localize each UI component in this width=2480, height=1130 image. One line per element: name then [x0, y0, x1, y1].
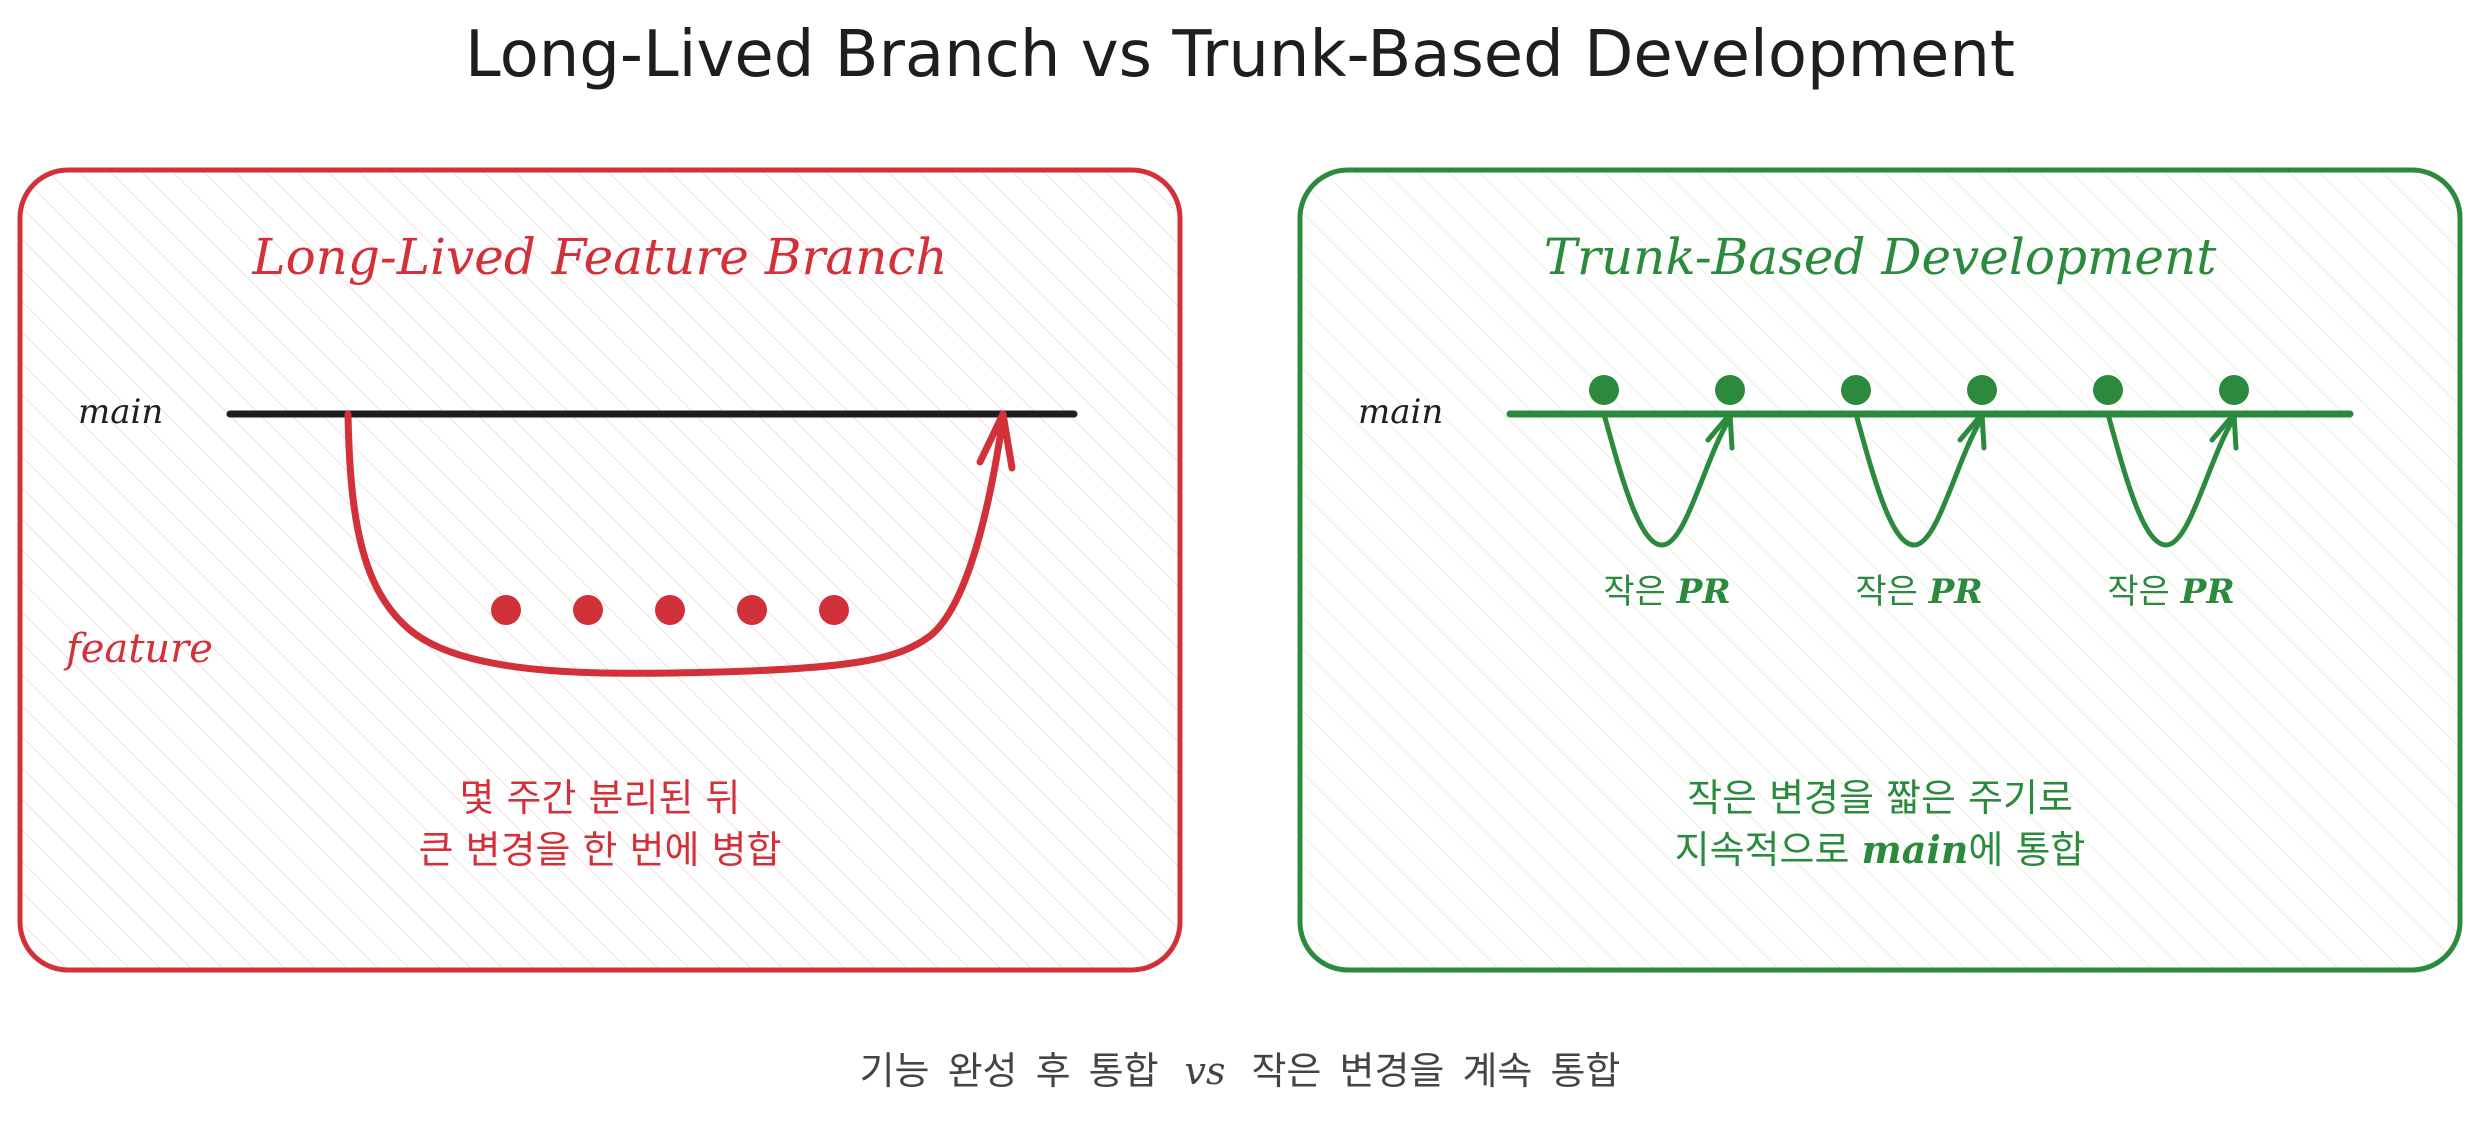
main-commit-dot [1715, 375, 1745, 405]
right-panel-title: Trunk-Based Development [1543, 228, 2217, 286]
pr-loops [1589, 375, 2249, 548]
pr-loop [2093, 375, 2249, 548]
left-panel-box [17, 167, 1183, 973]
right-note-line1: 작은 변경을 짧은 주기로 [1687, 776, 2073, 820]
right-note-main-word: main [1861, 827, 1969, 872]
right-note-line2-suffix: 에 통합 [1968, 828, 2086, 872]
footer-left: 기능 완성 후 통합 [859, 1049, 1159, 1093]
left-note-line1: 몇 주간 분리된 뒤 [459, 776, 741, 820]
right-main-label: main [1358, 392, 1444, 432]
feature-label: feature [66, 626, 213, 672]
right-note: 작은 변경을 짧은 주기로 지속적으로 main에 통합 [1300, 772, 2460, 876]
feature-commits [491, 595, 849, 625]
pr-loop [1589, 375, 1745, 548]
feature-commit-dot [819, 595, 849, 625]
right-note-line2-prefix: 지속적으로 [1674, 828, 1850, 872]
footer-caption: 기능 완성 후 통합 vs 작은 변경을 계속 통합 [0, 1040, 2480, 1095]
footer-vs: vs [1184, 1049, 1226, 1093]
pr-label: 작은 PR [2071, 564, 2271, 613]
feature-commit-dot [655, 595, 685, 625]
feature-commit-dot [491, 595, 521, 625]
left-note-line2: 큰 변경을 한 번에 병합 [418, 828, 782, 872]
feature-branch-path [344, 410, 1007, 677]
pr-label-suffix: PR [2180, 572, 2235, 612]
pr-merge-arrowhead [1705, 411, 1735, 451]
right-note-line2: 지속적으로 main에 통합 [1300, 824, 2460, 876]
main-commit-dot [1841, 375, 1871, 405]
right-panel-box [1297, 167, 2463, 973]
pr-label-suffix: PR [1928, 572, 1983, 612]
left-note: 몇 주간 분리된 뒤 큰 변경을 한 번에 병합 [20, 772, 1180, 876]
main-commit-dot [2093, 375, 2123, 405]
pr-label-prefix: 작은 [1855, 572, 1929, 612]
left-main-label: main [78, 392, 164, 432]
pr-label-prefix: 작은 [1603, 572, 1677, 612]
pr-branch-path [2105, 411, 2237, 548]
merge-arrowhead [976, 410, 1016, 472]
pr-merge-arrowhead [2209, 411, 2239, 451]
main-commit-dot [2219, 375, 2249, 405]
diagram-title: Long-Lived Branch vs Trunk-Based Develop… [465, 18, 2015, 92]
main-commit-dot [1589, 375, 1619, 405]
pr-label-suffix: PR [1676, 572, 1731, 612]
left-panel-title: Long-Lived Feature Branch [252, 228, 948, 286]
pr-label: 작은 PR [1819, 564, 2019, 613]
pr-label-prefix: 작은 [2107, 572, 2181, 612]
footer-right: 작은 변경을 계속 통합 [1251, 1049, 1621, 1093]
feature-commit-dot [573, 595, 603, 625]
pr-branch-path [1601, 411, 1733, 548]
feature-commit-dot [737, 595, 767, 625]
pr-label: 작은 PR [1567, 564, 1767, 613]
left-panel [17, 167, 1183, 973]
pr-branch-path [1853, 411, 1985, 548]
main-commit-dot [1967, 375, 1997, 405]
pr-merge-arrowhead [1957, 411, 1987, 451]
right-panel [1297, 167, 2463, 973]
pr-loop [1841, 375, 1997, 548]
